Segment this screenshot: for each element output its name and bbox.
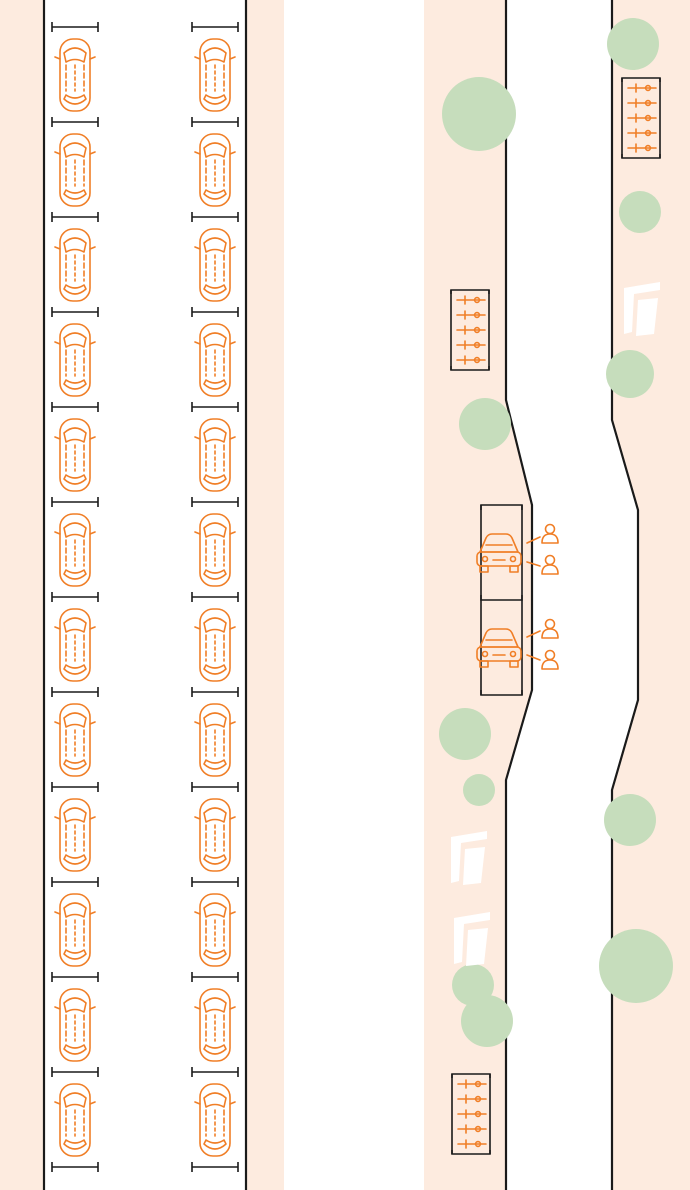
parking-stall-divider bbox=[192, 307, 238, 317]
car-icon bbox=[55, 39, 95, 111]
right-sidewalk bbox=[612, 0, 690, 1190]
parking-stall-divider bbox=[192, 22, 238, 32]
car-icon bbox=[195, 134, 235, 206]
car-oriented-street bbox=[0, 0, 284, 1190]
right-sidewalk bbox=[246, 0, 284, 1190]
car-icon bbox=[195, 229, 235, 301]
people-oriented-street bbox=[424, 0, 690, 1190]
car-icon bbox=[55, 989, 95, 1061]
parking-stall-divider bbox=[52, 212, 98, 222]
bench-icon bbox=[454, 912, 490, 966]
person-icon bbox=[542, 556, 558, 575]
car-icon bbox=[195, 799, 235, 871]
parking-stall-divider bbox=[192, 1162, 238, 1172]
car-icon bbox=[55, 419, 95, 491]
car-icon bbox=[55, 894, 95, 966]
parking-lane bbox=[52, 22, 98, 1172]
parking-stall-divider bbox=[192, 687, 238, 697]
car-icon bbox=[55, 324, 95, 396]
parking-stall-divider bbox=[192, 877, 238, 887]
car-icon bbox=[55, 1084, 95, 1156]
tree bbox=[442, 77, 516, 151]
parking-stall-divider bbox=[52, 782, 98, 792]
car-icon bbox=[195, 514, 235, 586]
person-icon bbox=[542, 620, 558, 639]
car-icon bbox=[55, 134, 95, 206]
tree bbox=[619, 191, 661, 233]
car-icon bbox=[55, 799, 95, 871]
car-icon bbox=[195, 324, 235, 396]
parking-stall-divider bbox=[52, 687, 98, 697]
parking-stall-divider bbox=[52, 22, 98, 32]
tree bbox=[459, 398, 511, 450]
parking-stall-divider bbox=[52, 1067, 98, 1077]
car-icon bbox=[195, 1084, 235, 1156]
car-icon bbox=[195, 39, 235, 111]
bench-icon bbox=[624, 282, 660, 336]
tree bbox=[606, 350, 654, 398]
person-icon bbox=[542, 525, 558, 544]
tree bbox=[439, 708, 491, 760]
car-icon bbox=[195, 704, 235, 776]
tree bbox=[461, 995, 513, 1047]
parking-stall-divider bbox=[52, 117, 98, 127]
parking-lane bbox=[192, 22, 238, 1172]
left-sidewalk bbox=[0, 0, 44, 1190]
car-icon bbox=[195, 894, 235, 966]
parking-stall-divider bbox=[52, 1162, 98, 1172]
parking-stall-divider bbox=[192, 117, 238, 127]
person-icon bbox=[542, 651, 558, 670]
parking-stall-divider bbox=[52, 877, 98, 887]
bench-icon bbox=[451, 831, 487, 885]
car-icon bbox=[55, 229, 95, 301]
parking-stall-divider bbox=[192, 402, 238, 412]
car-icon bbox=[55, 514, 95, 586]
tree bbox=[599, 929, 673, 1003]
car-icon bbox=[195, 609, 235, 681]
parking-stall-divider bbox=[192, 972, 238, 982]
tree bbox=[463, 774, 495, 806]
parking-stall-divider bbox=[52, 307, 98, 317]
tree bbox=[607, 18, 659, 70]
parking-stall-divider bbox=[52, 972, 98, 982]
parking-stall-divider bbox=[52, 402, 98, 412]
parking-stall-divider bbox=[192, 782, 238, 792]
parking-stall-divider bbox=[192, 1067, 238, 1077]
car-icon bbox=[195, 989, 235, 1061]
parking-stall-divider bbox=[192, 212, 238, 222]
tree bbox=[604, 794, 656, 846]
parking-stall-divider bbox=[52, 592, 98, 602]
car-icon bbox=[55, 704, 95, 776]
parking-stall-divider bbox=[192, 592, 238, 602]
car-icon bbox=[55, 609, 95, 681]
parking-stall-divider bbox=[192, 497, 238, 507]
parking-stall-divider bbox=[52, 497, 98, 507]
car-icon bbox=[195, 419, 235, 491]
